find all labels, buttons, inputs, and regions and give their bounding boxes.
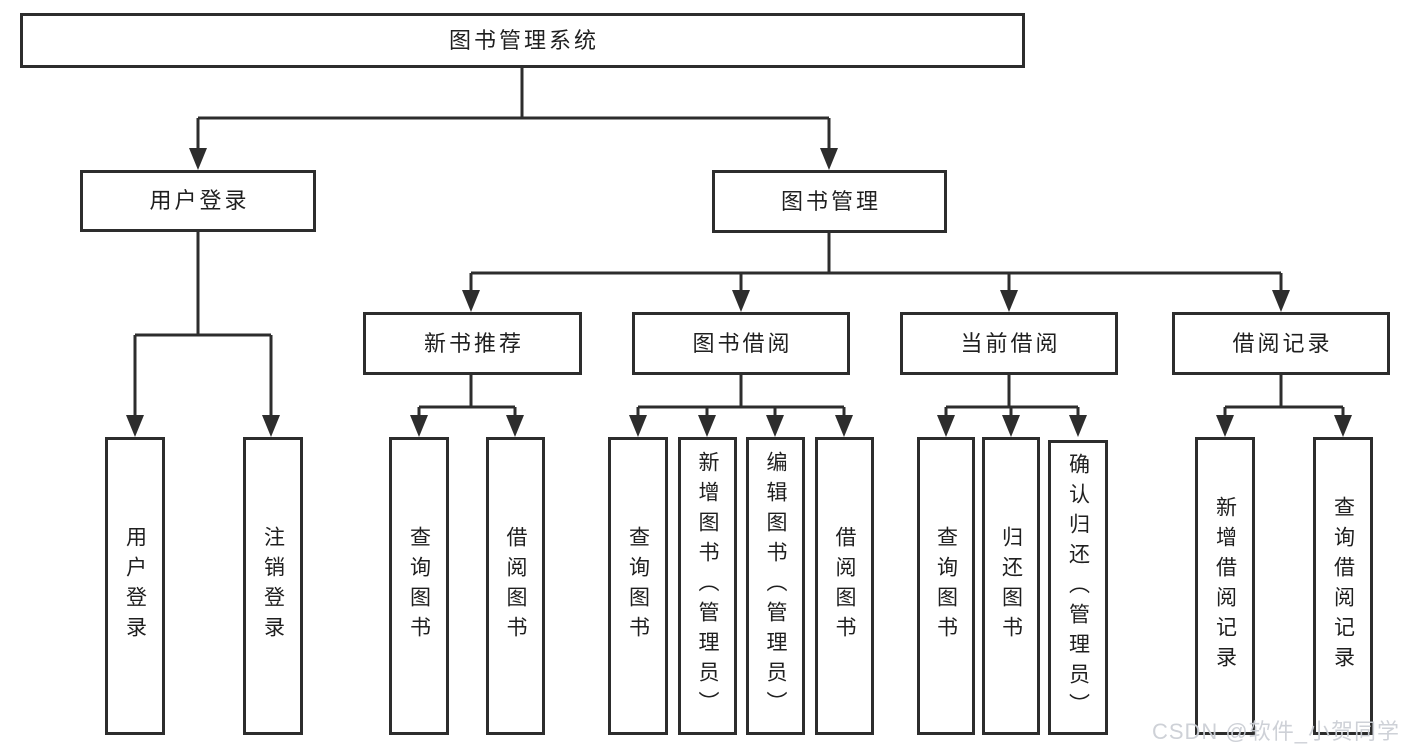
node-label: 归还图书 xyxy=(999,526,1023,646)
leaf-user-login: 用户登录 xyxy=(105,437,165,735)
leaf-return-book: 归还图书 xyxy=(982,437,1040,735)
node-label: 新书推荐 xyxy=(423,330,524,356)
leaf-recommend-borrow-book: 借阅图书 xyxy=(486,437,545,735)
node-label: 新增图书（管理员） xyxy=(696,451,719,721)
leaf-user-logout: 注销登录 xyxy=(243,437,303,735)
leaf-borrow-query-book: 查询图书 xyxy=(608,437,668,735)
node-root-library-system: 图书管理系统 xyxy=(20,13,1025,68)
node-label: 图书借阅 xyxy=(692,330,793,356)
node-label: 当前借阅 xyxy=(960,330,1061,356)
node-label: 编辑图书（管理员） xyxy=(764,451,787,721)
node-label: 借阅图书 xyxy=(833,526,856,646)
leaf-add-book-admin: 新增图书（管理员） xyxy=(678,437,737,735)
node-label: 确认归还（管理员） xyxy=(1066,452,1090,723)
leaf-edit-book-admin: 编辑图书（管理员） xyxy=(746,437,805,735)
node-new-book-recommend: 新书推荐 xyxy=(363,312,582,375)
leaf-current-query-book: 查询图书 xyxy=(917,437,975,735)
node-label: 借阅记录 xyxy=(1232,330,1333,356)
node-user-login-group: 用户登录 xyxy=(80,170,316,232)
leaf-confirm-return-admin: 确认归还（管理员） xyxy=(1048,440,1108,735)
node-label: 新增借阅记录 xyxy=(1213,496,1237,676)
node-borrow-records: 借阅记录 xyxy=(1172,312,1390,375)
node-label: 图书管理 xyxy=(780,188,881,214)
leaf-borrow-book: 借阅图书 xyxy=(815,437,874,735)
arrowheads xyxy=(126,148,1352,437)
node-label: 注销登录 xyxy=(261,526,285,646)
node-current-borrow: 当前借阅 xyxy=(900,312,1118,375)
node-label: 图书管理系统 xyxy=(448,27,599,53)
node-label: 查询图书 xyxy=(407,526,431,646)
node-book-borrow: 图书借阅 xyxy=(632,312,850,375)
leaf-query-borrow-record: 查询借阅记录 xyxy=(1313,437,1373,735)
node-label: 查询图书 xyxy=(934,526,958,646)
node-book-management-group: 图书管理 xyxy=(712,170,947,233)
node-label: 查询图书 xyxy=(626,526,650,646)
node-label: 借阅图书 xyxy=(504,526,527,646)
leaf-recommend-query-book: 查询图书 xyxy=(389,437,449,735)
leaf-add-borrow-record: 新增借阅记录 xyxy=(1195,437,1255,735)
node-label: 用户登录 xyxy=(149,188,250,213)
csdn-watermark: CSDN @软件_小贺同学 xyxy=(1151,719,1400,744)
node-label: 查询借阅记录 xyxy=(1331,496,1355,676)
node-label: 用户登录 xyxy=(123,526,147,646)
